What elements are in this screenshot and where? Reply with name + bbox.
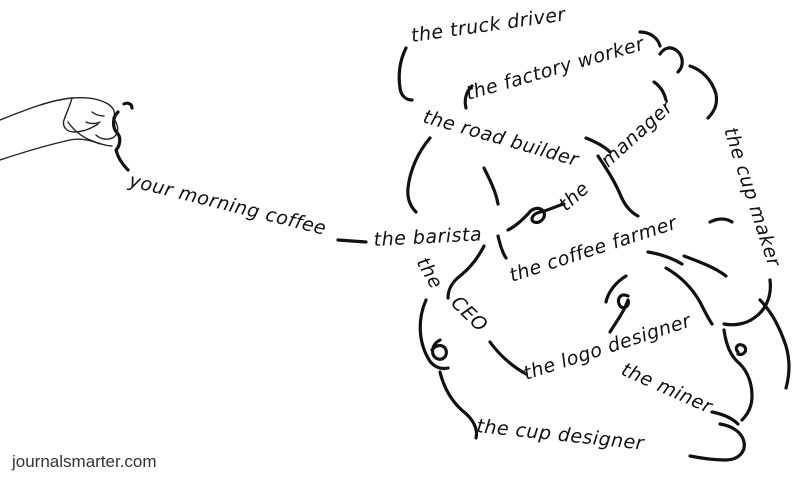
label-your-morning-coffee: your morning coffee [126,169,329,240]
label-the-road-builder: the road builder [421,106,582,172]
site-credit: journalsmarter.com [12,452,157,471]
label-ceo: CEO [447,292,492,337]
label-the-cup-designer: the cup designer [475,415,645,455]
hand-drawing [0,96,119,161]
label-the-logo-designer: the logo designer [521,310,695,385]
label-the-truck-driver: the truck driver [410,3,568,47]
connection-lines [111,30,791,462]
label-manager: manager [597,95,678,171]
labels: your morning coffee the barista the truc… [126,3,785,454]
label-the-manager-prefix: the [555,177,594,215]
label-the-barista: the barista [373,223,483,251]
label-the-ceo-prefix: the [412,254,447,293]
label-the-miner: the miner [618,358,716,418]
label-the-factory-worker: the factory worker [463,33,647,105]
label-the-cup-maker: the cup maker [719,125,785,270]
